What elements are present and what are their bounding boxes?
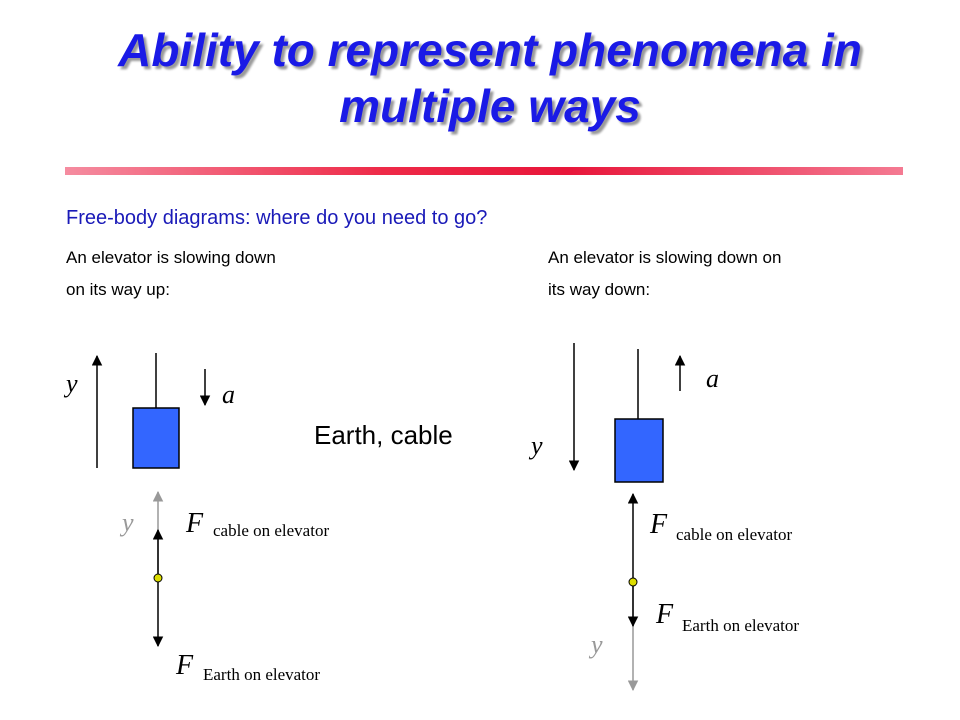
right-description-line-1: An elevator is slowing down on [548,248,782,267]
right-cable-force-symbol: F [649,509,668,540]
right-diagram: y a y F cable on elevator F Earth on ele… [528,343,799,692]
right-point-particle [628,577,638,587]
left-earth-force-subscript: Earth on elevator [203,665,320,684]
left-diagram: y a y F cable on elevator F Earth on ele… [63,353,329,684]
left-elevator-box [132,407,180,469]
left-acceleration-label: a [222,380,235,409]
left-y-axis-label: y [63,369,78,398]
right-description: An elevator is slowing down on its way d… [548,242,781,306]
left-cable-force-subscript: cable on elevator [213,521,329,540]
right-earth-force-subscript: Earth on elevator [682,616,799,635]
right-y-axis-label: y [528,431,543,460]
right-fbd-y-label: y [588,630,603,659]
left-point-particle [153,573,163,583]
right-elevator-box [614,418,664,483]
left-description: An elevator is slowing down on its way u… [66,242,276,306]
right-earth-force-symbol: F [655,599,674,630]
slide-title: Ability to represent phenomena in multip… [118,24,862,132]
right-acceleration-label: a [706,364,719,393]
right-description-line-2: its way down: [548,280,651,299]
title-underline [65,167,903,175]
subtitle: Free-body diagrams: where do you need to… [66,207,488,229]
left-description-line-1: An elevator is slowing down [66,248,276,267]
interacting-objects-label: Earth, cable [314,420,453,450]
left-earth-force-symbol: F [175,650,194,681]
left-description-line-2: on its way up: [66,280,170,299]
right-cable-force-subscript: cable on elevator [676,525,792,544]
left-cable-force-symbol: F [185,508,204,539]
left-fbd-y-label: y [119,508,134,537]
